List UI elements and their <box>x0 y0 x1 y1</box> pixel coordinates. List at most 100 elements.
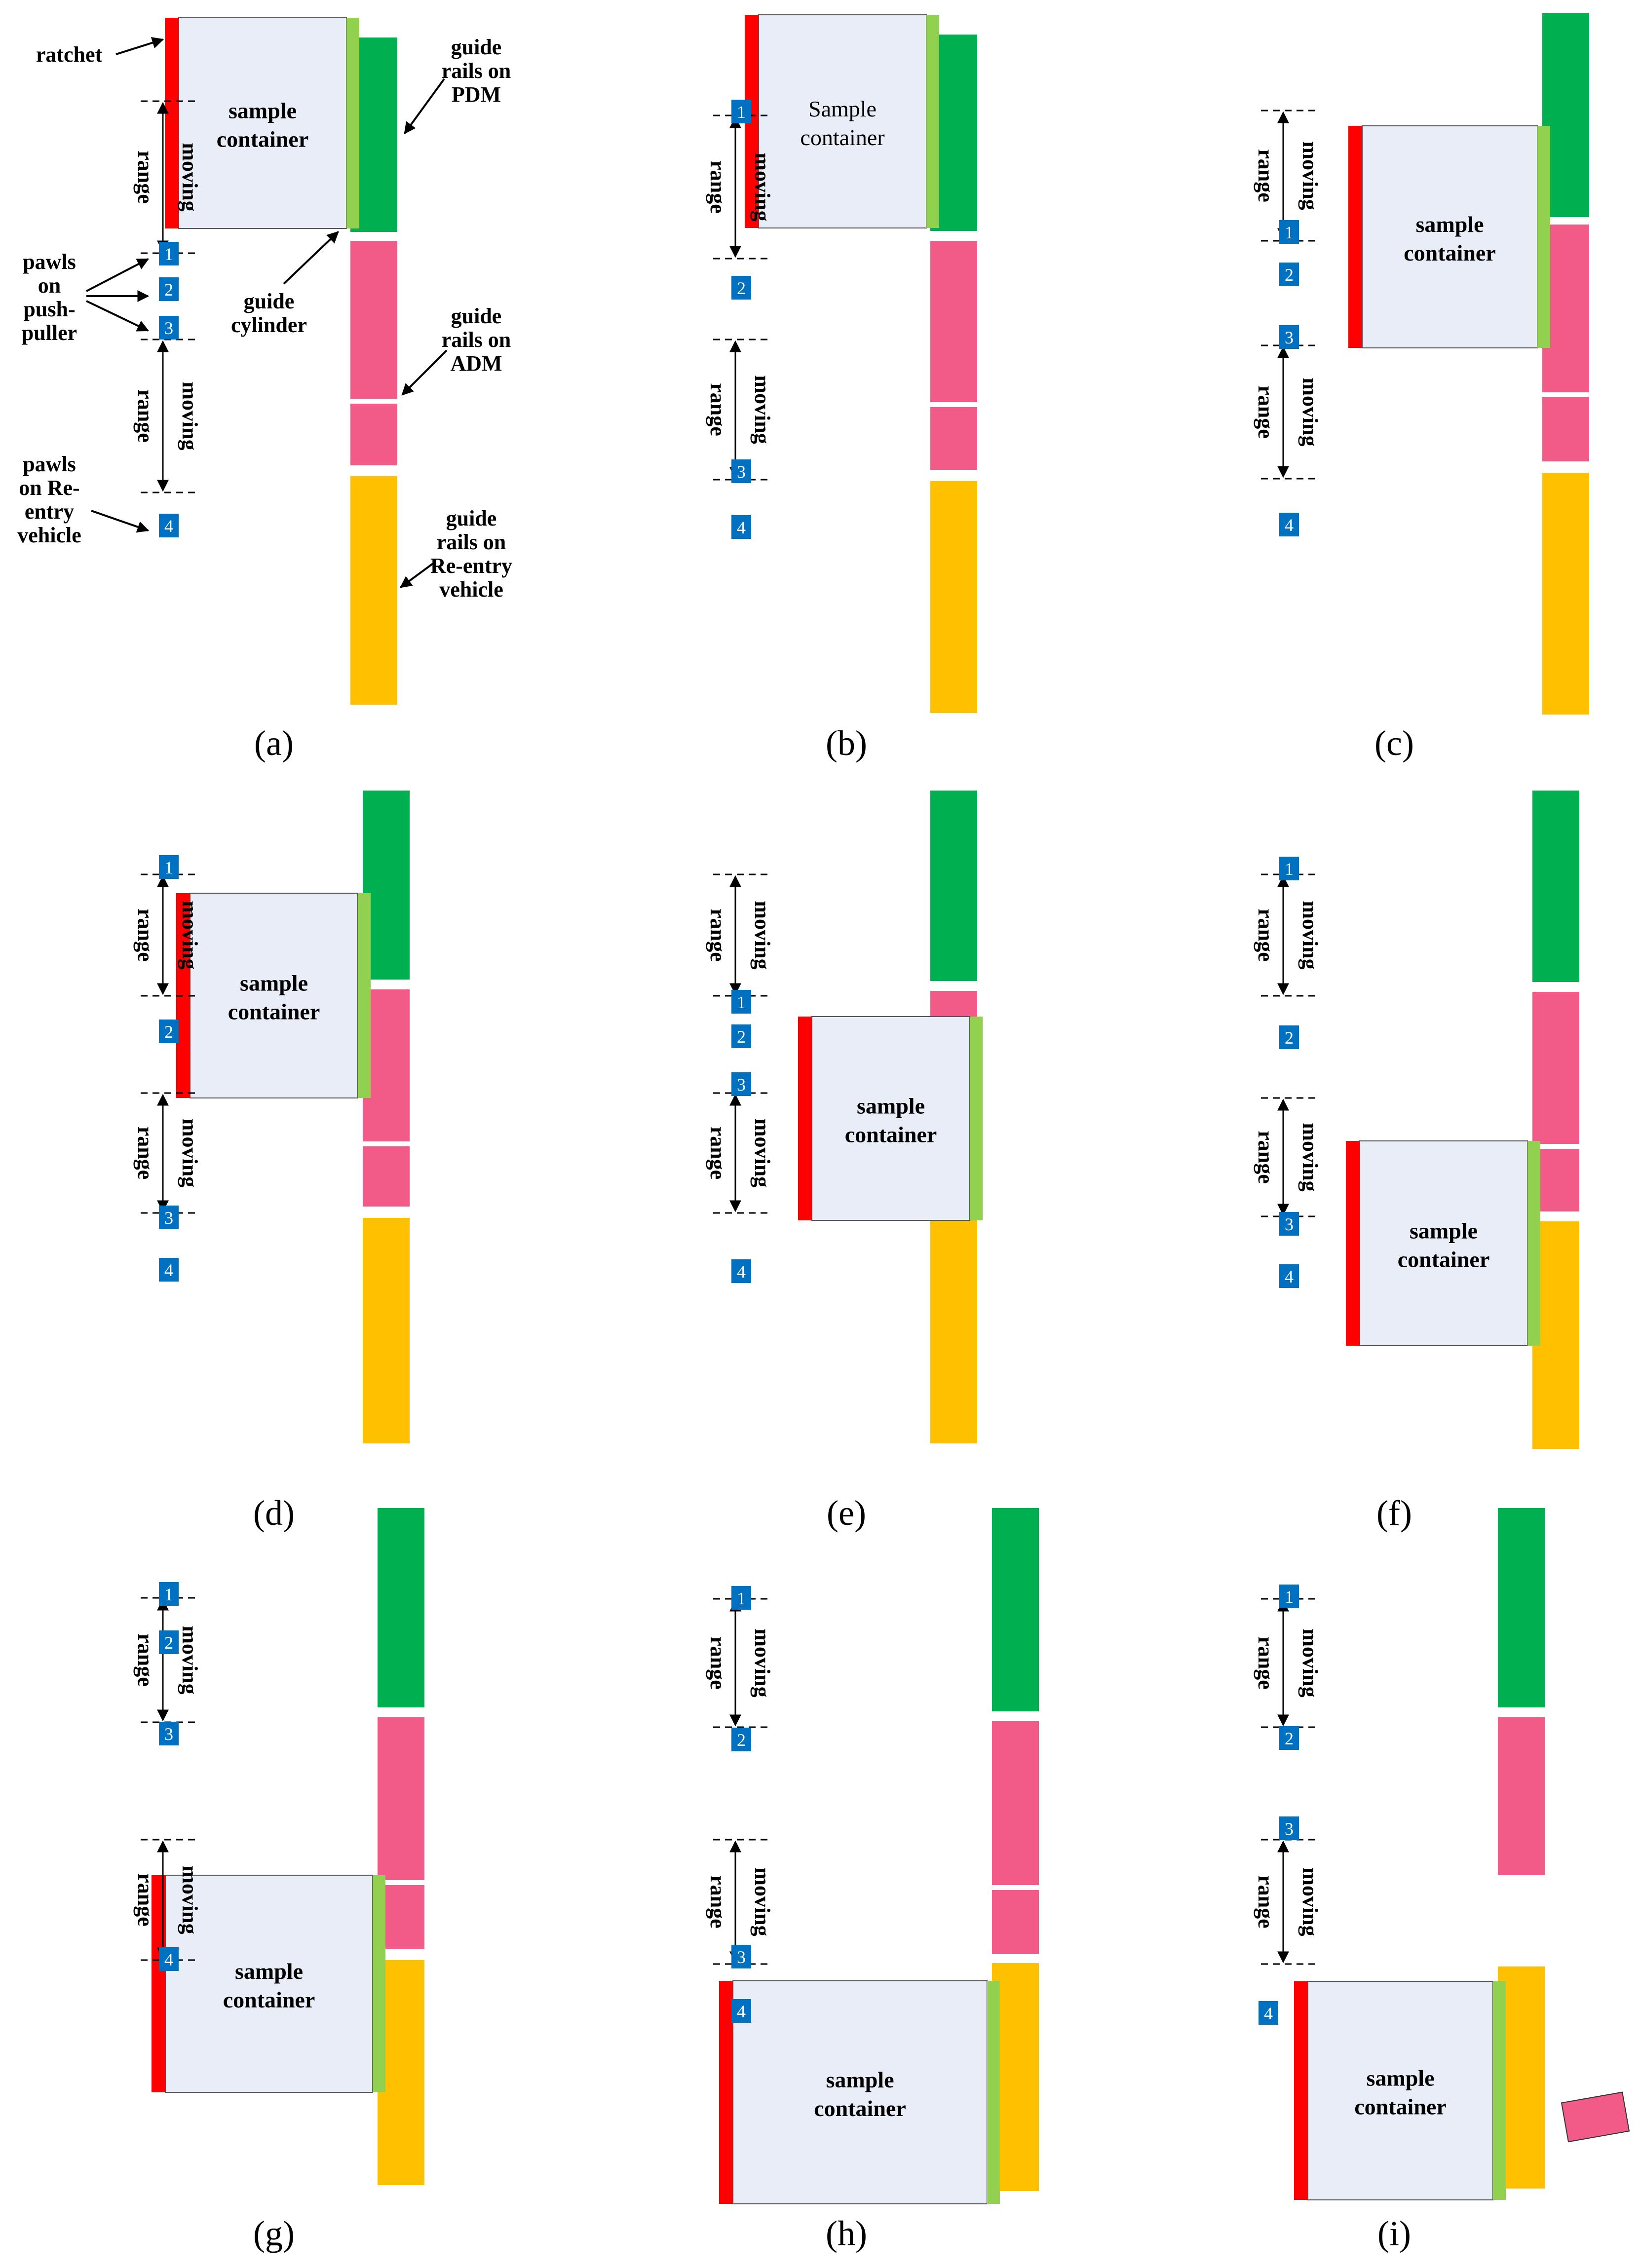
adm-rails-label: guide <box>451 304 502 328</box>
pawl-number: 4 <box>164 1950 173 1969</box>
reentry-rails-label: Re-entry <box>430 554 512 578</box>
pawl-square-icon <box>731 515 751 539</box>
pawl-4: 4 <box>1279 513 1299 536</box>
guide-cylinder <box>373 1875 385 2092</box>
moving-range: moving range <box>1254 1839 1322 1965</box>
moving-range-label: range <box>1254 385 1278 439</box>
pawl-2: 2 <box>159 1630 179 1654</box>
moving-range-label: range <box>706 160 730 214</box>
pawl-number: 4 <box>164 1260 173 1280</box>
arrow-icon <box>91 510 150 533</box>
container-label: sample <box>235 1959 303 1984</box>
moving-range-label: range <box>1254 908 1278 962</box>
pawl-3: 3 <box>159 1722 179 1745</box>
pawl-number: 3 <box>1285 1819 1294 1839</box>
arrow-icon <box>86 258 150 292</box>
moving-range-label: range <box>1254 1875 1278 1928</box>
panel-b: Samplecontainermovingrangemovingrange123… <box>706 14 977 763</box>
pawl-square-icon <box>1279 1264 1299 1288</box>
panel-caption: (c) <box>1374 723 1414 763</box>
pawls-pushpuller-label: pawls <box>23 250 76 274</box>
container-label: sample <box>1416 212 1484 237</box>
reentry-guide-rail <box>1542 473 1589 715</box>
sample-container <box>758 14 927 228</box>
container-label: Sample <box>808 96 877 121</box>
pawls-reentry-label: pawls <box>23 452 76 476</box>
arrow-icon <box>401 349 448 396</box>
pawl-number: 3 <box>737 1075 746 1095</box>
pdm-rails-label: guide <box>451 35 502 59</box>
sample-container <box>811 1016 970 1221</box>
sample-container <box>1307 1981 1493 2200</box>
pawl-square-icon <box>731 1586 751 1610</box>
container-label: container <box>814 2096 906 2121</box>
moving-range-label: moving <box>178 1625 202 1694</box>
ratchet-label: ratchet <box>36 42 103 67</box>
pawl-number: 3 <box>1285 1214 1294 1234</box>
guide-cylinder <box>1537 126 1550 348</box>
pawl-4: 4 <box>159 1258 179 1282</box>
pawl-square-icon <box>159 1020 179 1043</box>
panel-a: samplecontainermovingrangemovingrange123… <box>17 17 512 763</box>
panel-e: samplecontainermovingrangemovingrange123… <box>706 791 983 1533</box>
pawl-number: 2 <box>164 280 173 300</box>
pawl-square-icon <box>1279 325 1299 349</box>
adm-guide-rail <box>930 241 977 402</box>
pawl-number: 2 <box>1285 1028 1294 1048</box>
pawl-square-icon <box>159 1582 179 1606</box>
ratchet <box>165 18 179 228</box>
moving-range-label: moving <box>1298 1123 1322 1191</box>
pdm-guide-rail <box>1532 791 1579 982</box>
pawl-square-icon <box>1279 1025 1299 1049</box>
sample-container <box>165 1875 373 2093</box>
pawl-number: 1 <box>164 1585 173 1604</box>
container-label: sample <box>229 98 297 123</box>
sample-container <box>732 1980 988 2204</box>
container-label: container <box>223 1987 315 2012</box>
pawl-3: 3 <box>731 459 751 483</box>
adm-guide-rail <box>992 1721 1039 1885</box>
reentry-rails-label: rails on <box>437 530 506 554</box>
pawl-1: 1 <box>159 855 179 879</box>
guide-cylinder <box>358 893 371 1098</box>
guide-cylinder <box>1493 1981 1506 2200</box>
adm-guide-rail <box>1532 992 1579 1144</box>
sample-container <box>190 893 358 1098</box>
pdm-guide-rail <box>930 791 977 981</box>
ratchet <box>1348 126 1362 348</box>
reentry-guide-rail <box>350 476 397 705</box>
pawl-3: 3 <box>159 1206 179 1229</box>
pawl-number: 1 <box>737 992 746 1012</box>
container-label: sample <box>1410 1218 1478 1244</box>
container-label: container <box>228 999 320 1024</box>
pawl-1: 1 <box>1279 857 1299 880</box>
pawl-number: 1 <box>164 858 173 877</box>
pawl-number: 1 <box>164 244 173 264</box>
pawl-4: 4 <box>1259 2001 1278 2025</box>
panel-caption: (h) <box>826 2214 867 2253</box>
panel-f: samplecontainermovingrangemovingrange123… <box>1254 791 1579 1533</box>
pawl-2: 2 <box>1279 263 1299 286</box>
pdm-guide-rail <box>992 1508 1039 1711</box>
pawl-3: 3 <box>731 1072 751 1096</box>
pawl-4: 4 <box>731 1999 751 2023</box>
pawl-square-icon <box>731 1945 751 1968</box>
panel-h: samplecontainermovingrangemovingrange123… <box>706 1508 1039 2253</box>
moving-range-label: moving <box>1298 1867 1322 1936</box>
moving-range-label: moving <box>178 143 202 211</box>
pawl-1: 1 <box>731 1586 751 1610</box>
pawl-number: 2 <box>164 1633 173 1653</box>
pawl-number: 4 <box>1285 1267 1294 1286</box>
panel-caption: (f) <box>1376 1493 1412 1533</box>
container-label: container <box>800 125 884 150</box>
moving-range-label: range <box>133 389 157 443</box>
container-label: container <box>845 1122 937 1147</box>
adm-guide-rail <box>1498 1717 1545 1875</box>
pawl-number: 2 <box>1285 265 1294 285</box>
pawl-3: 3 <box>1279 1212 1299 1236</box>
